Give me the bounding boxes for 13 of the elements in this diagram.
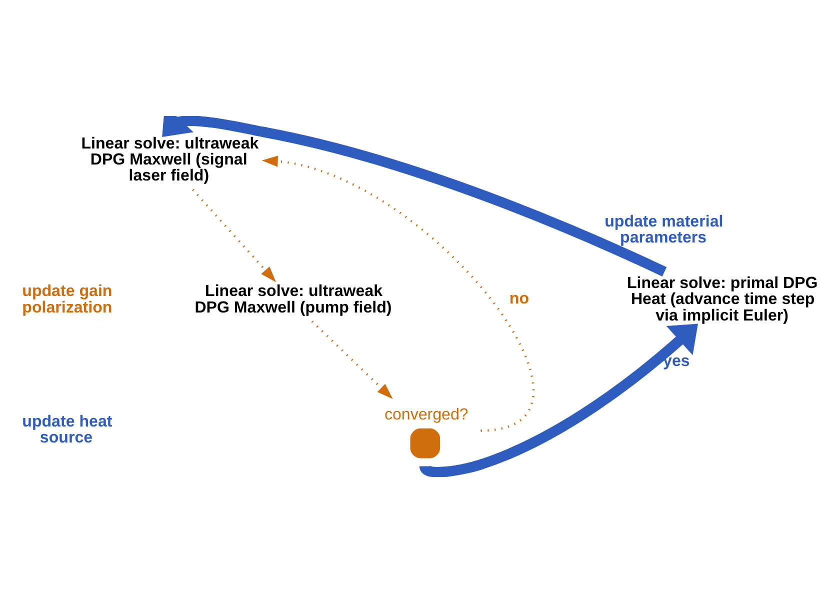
edge-label: yes [663, 352, 690, 370]
label: update heat source [22, 412, 112, 446]
arrow [162, 116, 667, 276]
label: update gain polarization [22, 282, 112, 316]
node-text: Linear solve: primal DPG Heat (advance time step via implicit Euler) [626, 274, 818, 324]
arrow [311, 320, 393, 399]
node-text: Linear solve: ultraweak DPG Maxwell (pump field) [194, 282, 392, 316]
edge-label: update material parameters [604, 212, 724, 246]
node-text: Linear solve: ultraweak DPG Maxwell (signal laser field) [81, 134, 259, 184]
edge-label: no [509, 289, 530, 308]
node-label: converged? [384, 404, 468, 423]
arrow [262, 155, 534, 432]
arrow [192, 188, 276, 282]
